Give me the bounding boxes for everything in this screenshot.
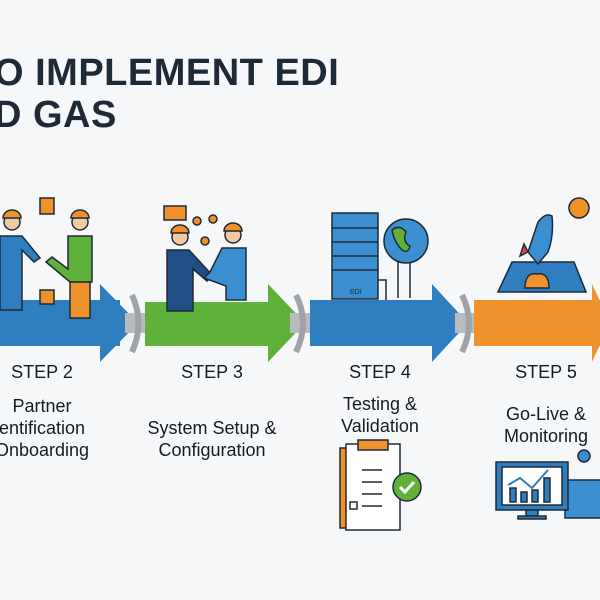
- pipe-flange: [459, 293, 472, 354]
- arrow-segment-step-5: [474, 284, 600, 362]
- arrow-segment-step-4: [310, 284, 468, 362]
- server-label: EDI: [350, 289, 362, 296]
- page-title-line-1: O IMPLEMENT EDI: [0, 52, 340, 94]
- step-description-line: Configuration: [158, 440, 266, 460]
- step-description-line: Onboarding: [0, 440, 90, 460]
- step-label: STEP 2: [11, 362, 73, 382]
- handshake-workers-icon: [0, 197, 93, 319]
- step-description-line: Partner: [12, 396, 72, 416]
- step-label: STEP 4: [349, 362, 411, 382]
- step-label: STEP 5: [515, 362, 577, 382]
- step-description-line: Validation: [341, 416, 419, 436]
- server-globe-icon: [331, 212, 429, 300]
- step-description-line: Monitoring: [503, 426, 589, 446]
- step-description-line: entification: [0, 418, 86, 438]
- step-description-line: Go-Live &: [505, 404, 587, 424]
- step-description-line: System Setup &: [147, 418, 277, 438]
- step-4: STEP 4 Testing & Validation: [290, 362, 470, 437]
- step-description-line: Testing &: [342, 394, 418, 414]
- pipe-flange: [293, 293, 306, 354]
- step-label: STEP 3: [181, 362, 243, 382]
- step-5: STEP 5 Go-Live & Monitoring: [456, 362, 600, 447]
- step-3: STEP 3 System Setup & Configuration: [122, 362, 302, 461]
- page-title-line-2: D GAS: [0, 94, 117, 136]
- pipe-flange: [129, 293, 142, 354]
- step-2: STEP 2 Partner entification Onboarding: [0, 362, 132, 461]
- handshake-meeting-icon: [163, 205, 247, 312]
- rocket-launch-icon: [496, 197, 590, 293]
